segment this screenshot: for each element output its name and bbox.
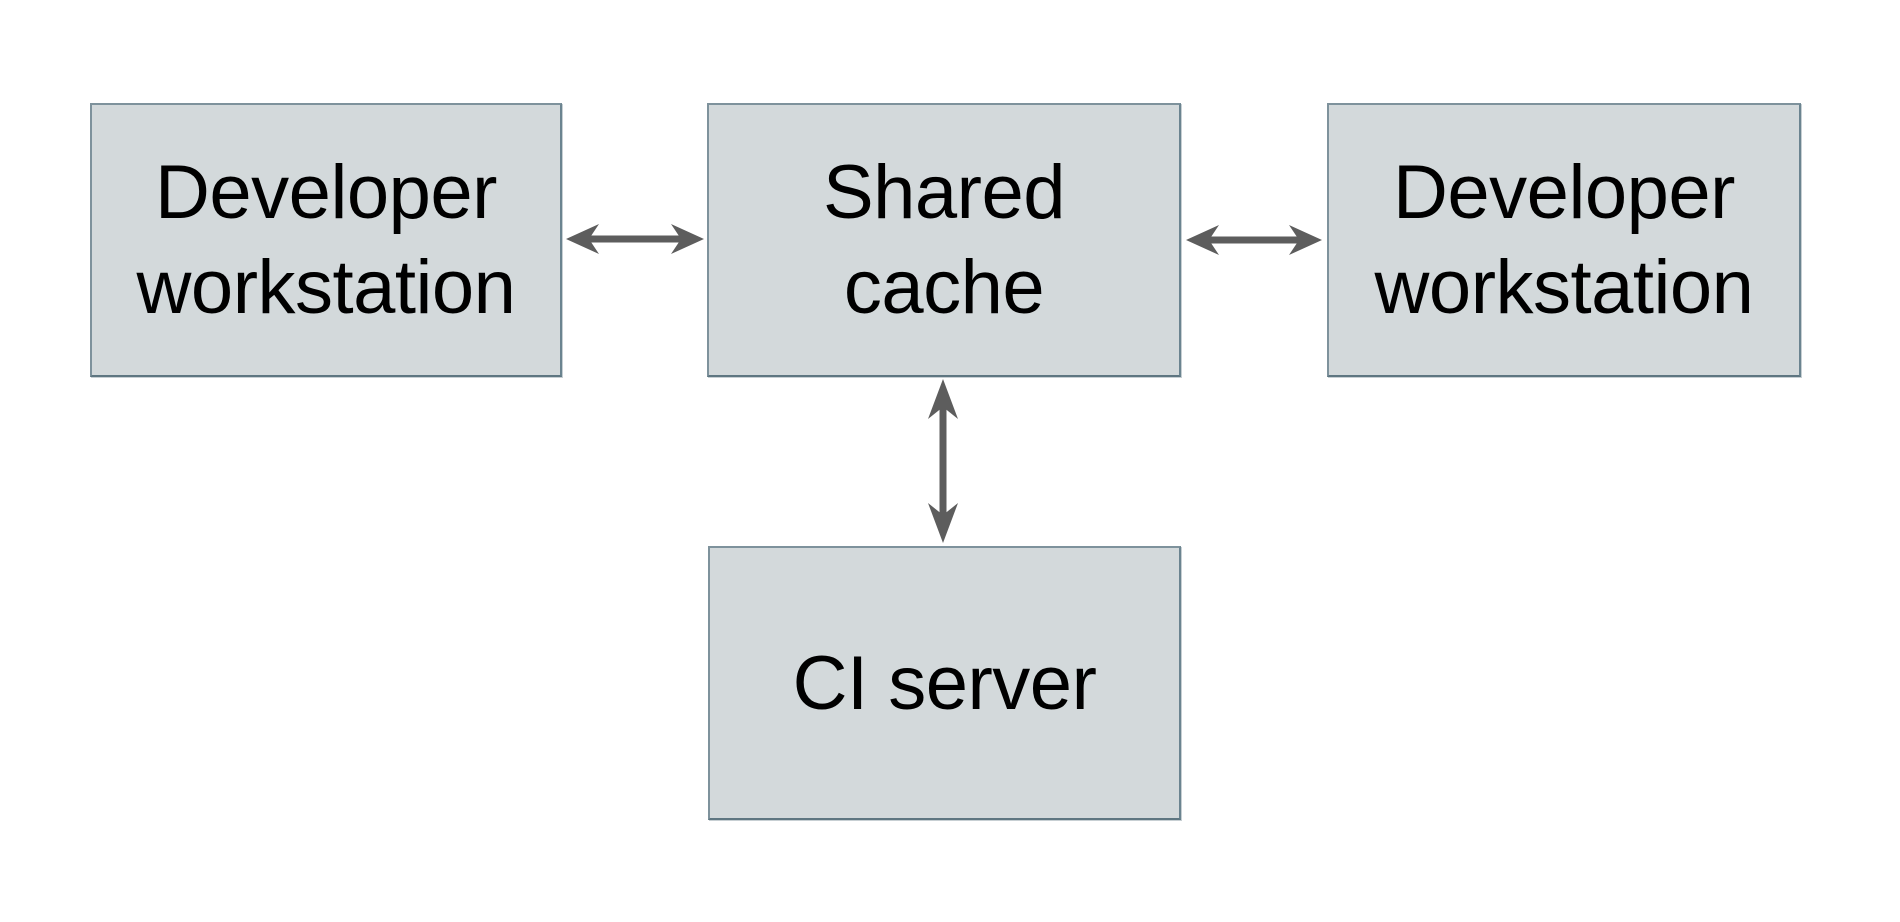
node-developer-workstation-right: Developer workstation [1327, 103, 1801, 377]
edge-cache-devright-bidirectional-arrow [1186, 225, 1322, 255]
edge-cache-ciserver-bidirectional-arrow [928, 379, 958, 543]
node-ci-server: CI server [708, 546, 1181, 820]
node-label-developer-workstation-left: Developer workstation [136, 150, 516, 330]
edge-devleft-cache-bidirectional-arrow [566, 224, 704, 254]
node-shared-cache: Shared cache [707, 103, 1181, 377]
node-label-ci-server: CI server [792, 640, 1097, 726]
node-label-developer-workstation-right: Developer workstation [1374, 150, 1754, 330]
node-developer-workstation-left: Developer workstation [90, 103, 562, 377]
node-label-shared-cache: Shared cache [822, 150, 1066, 330]
